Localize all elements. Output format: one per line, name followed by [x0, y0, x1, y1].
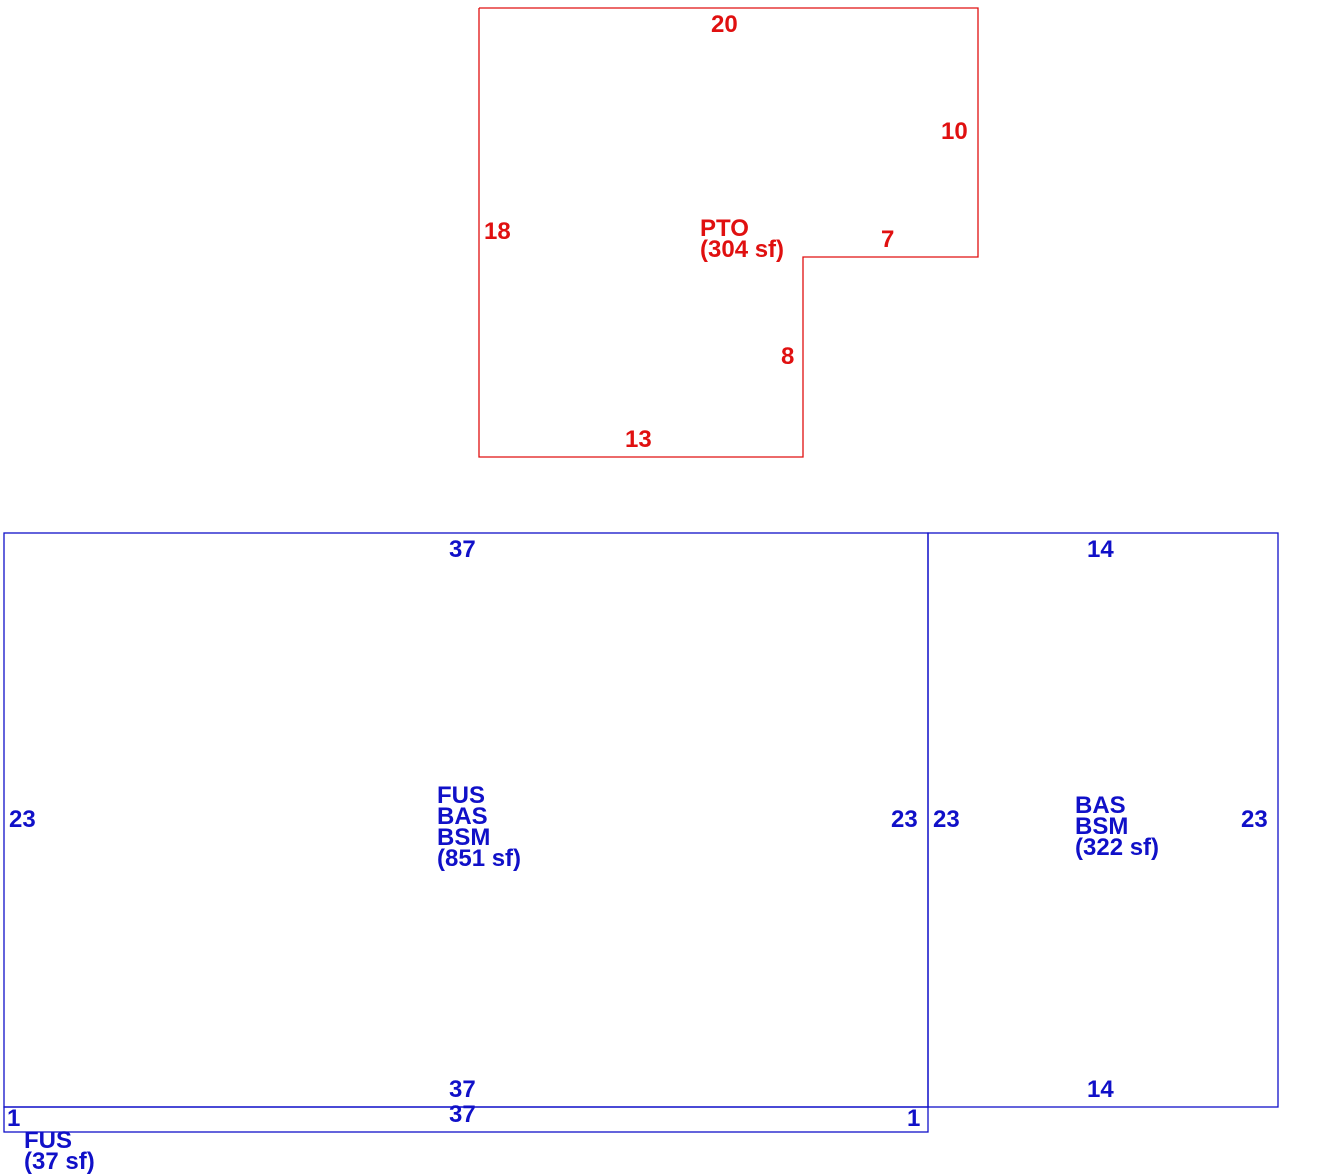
- patio-dim-right: 10: [941, 118, 968, 145]
- strip-code: FUS: [24, 1127, 72, 1154]
- main-label-bas: BAS: [437, 803, 488, 830]
- bottom-strip-outline: [3, 1106, 929, 1133]
- strip-dim-left: 1: [7, 1105, 20, 1132]
- patio-code: PTO: [700, 215, 749, 242]
- main-dim-right: 23: [891, 806, 918, 833]
- east-dim-bottom: 14: [1087, 1076, 1114, 1103]
- main-label-fus: FUS: [437, 782, 485, 809]
- strip-area: (37 sf): [24, 1148, 95, 1175]
- main-label-bsm: BSM: [437, 824, 490, 851]
- strip-dim-right: 1: [907, 1105, 920, 1132]
- east-dim-left: 23: [933, 806, 960, 833]
- main-dim-top: 37: [449, 536, 476, 563]
- east-addition-outline: [927, 532, 1279, 1108]
- main-dim-left: 23: [9, 806, 36, 833]
- east-area: (322 sf): [1075, 834, 1159, 861]
- strip-dim-top: 37: [449, 1101, 476, 1128]
- patio-dim-step-h: 7: [881, 226, 894, 253]
- patio-dim-top: 20: [711, 11, 738, 38]
- east-dim-top: 14: [1087, 536, 1114, 563]
- patio-area: (304 sf): [700, 236, 784, 263]
- patio-outline: [478, 7, 979, 458]
- main-dim-bottom: 37: [449, 1076, 476, 1103]
- patio-dim-step-v: 8: [781, 343, 794, 370]
- patio-dim-bottom: 13: [625, 426, 652, 453]
- main-area: (851 sf): [437, 845, 521, 872]
- east-label-bsm: BSM: [1075, 813, 1128, 840]
- east-dim-right: 23: [1241, 806, 1268, 833]
- east-label-bas: BAS: [1075, 792, 1126, 819]
- patio-dim-left: 18: [484, 218, 511, 245]
